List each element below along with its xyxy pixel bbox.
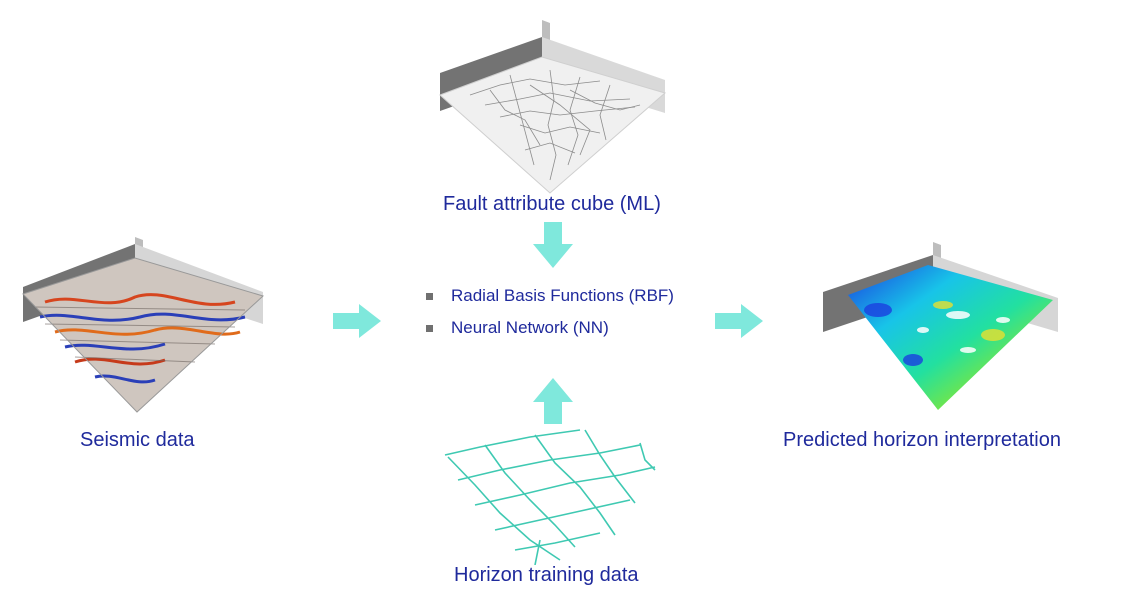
fault-cube-label: Fault attribute cube (ML) (443, 193, 661, 215)
horizon-training-label: Horizon training data (454, 564, 639, 586)
methods-list: Radial Basis Functions (RBF) Neural Netw… (426, 286, 674, 350)
method-item: Neural Network (NN) (426, 318, 674, 338)
method-nn-label: Neural Network (NN) (451, 318, 609, 337)
method-rbf-label: Radial Basis Functions (RBF) (451, 286, 674, 305)
horizon-grid-icon (444, 429, 656, 565)
up-arrow-icon (533, 378, 573, 424)
predicted-horizon-icon (823, 242, 1058, 410)
method-item: Radial Basis Functions (RBF) (426, 286, 674, 306)
bullet-icon (426, 293, 433, 300)
seismic-label: Seismic data (80, 429, 195, 451)
right-arrow-icon (715, 304, 763, 338)
down-arrow-icon (533, 222, 573, 268)
bullet-icon (426, 325, 433, 332)
fault-cube-icon (439, 20, 667, 194)
seismic-cube-icon (22, 237, 264, 413)
predicted-label: Predicted horizon interpretation (783, 429, 1061, 451)
right-arrow-icon (333, 304, 381, 338)
